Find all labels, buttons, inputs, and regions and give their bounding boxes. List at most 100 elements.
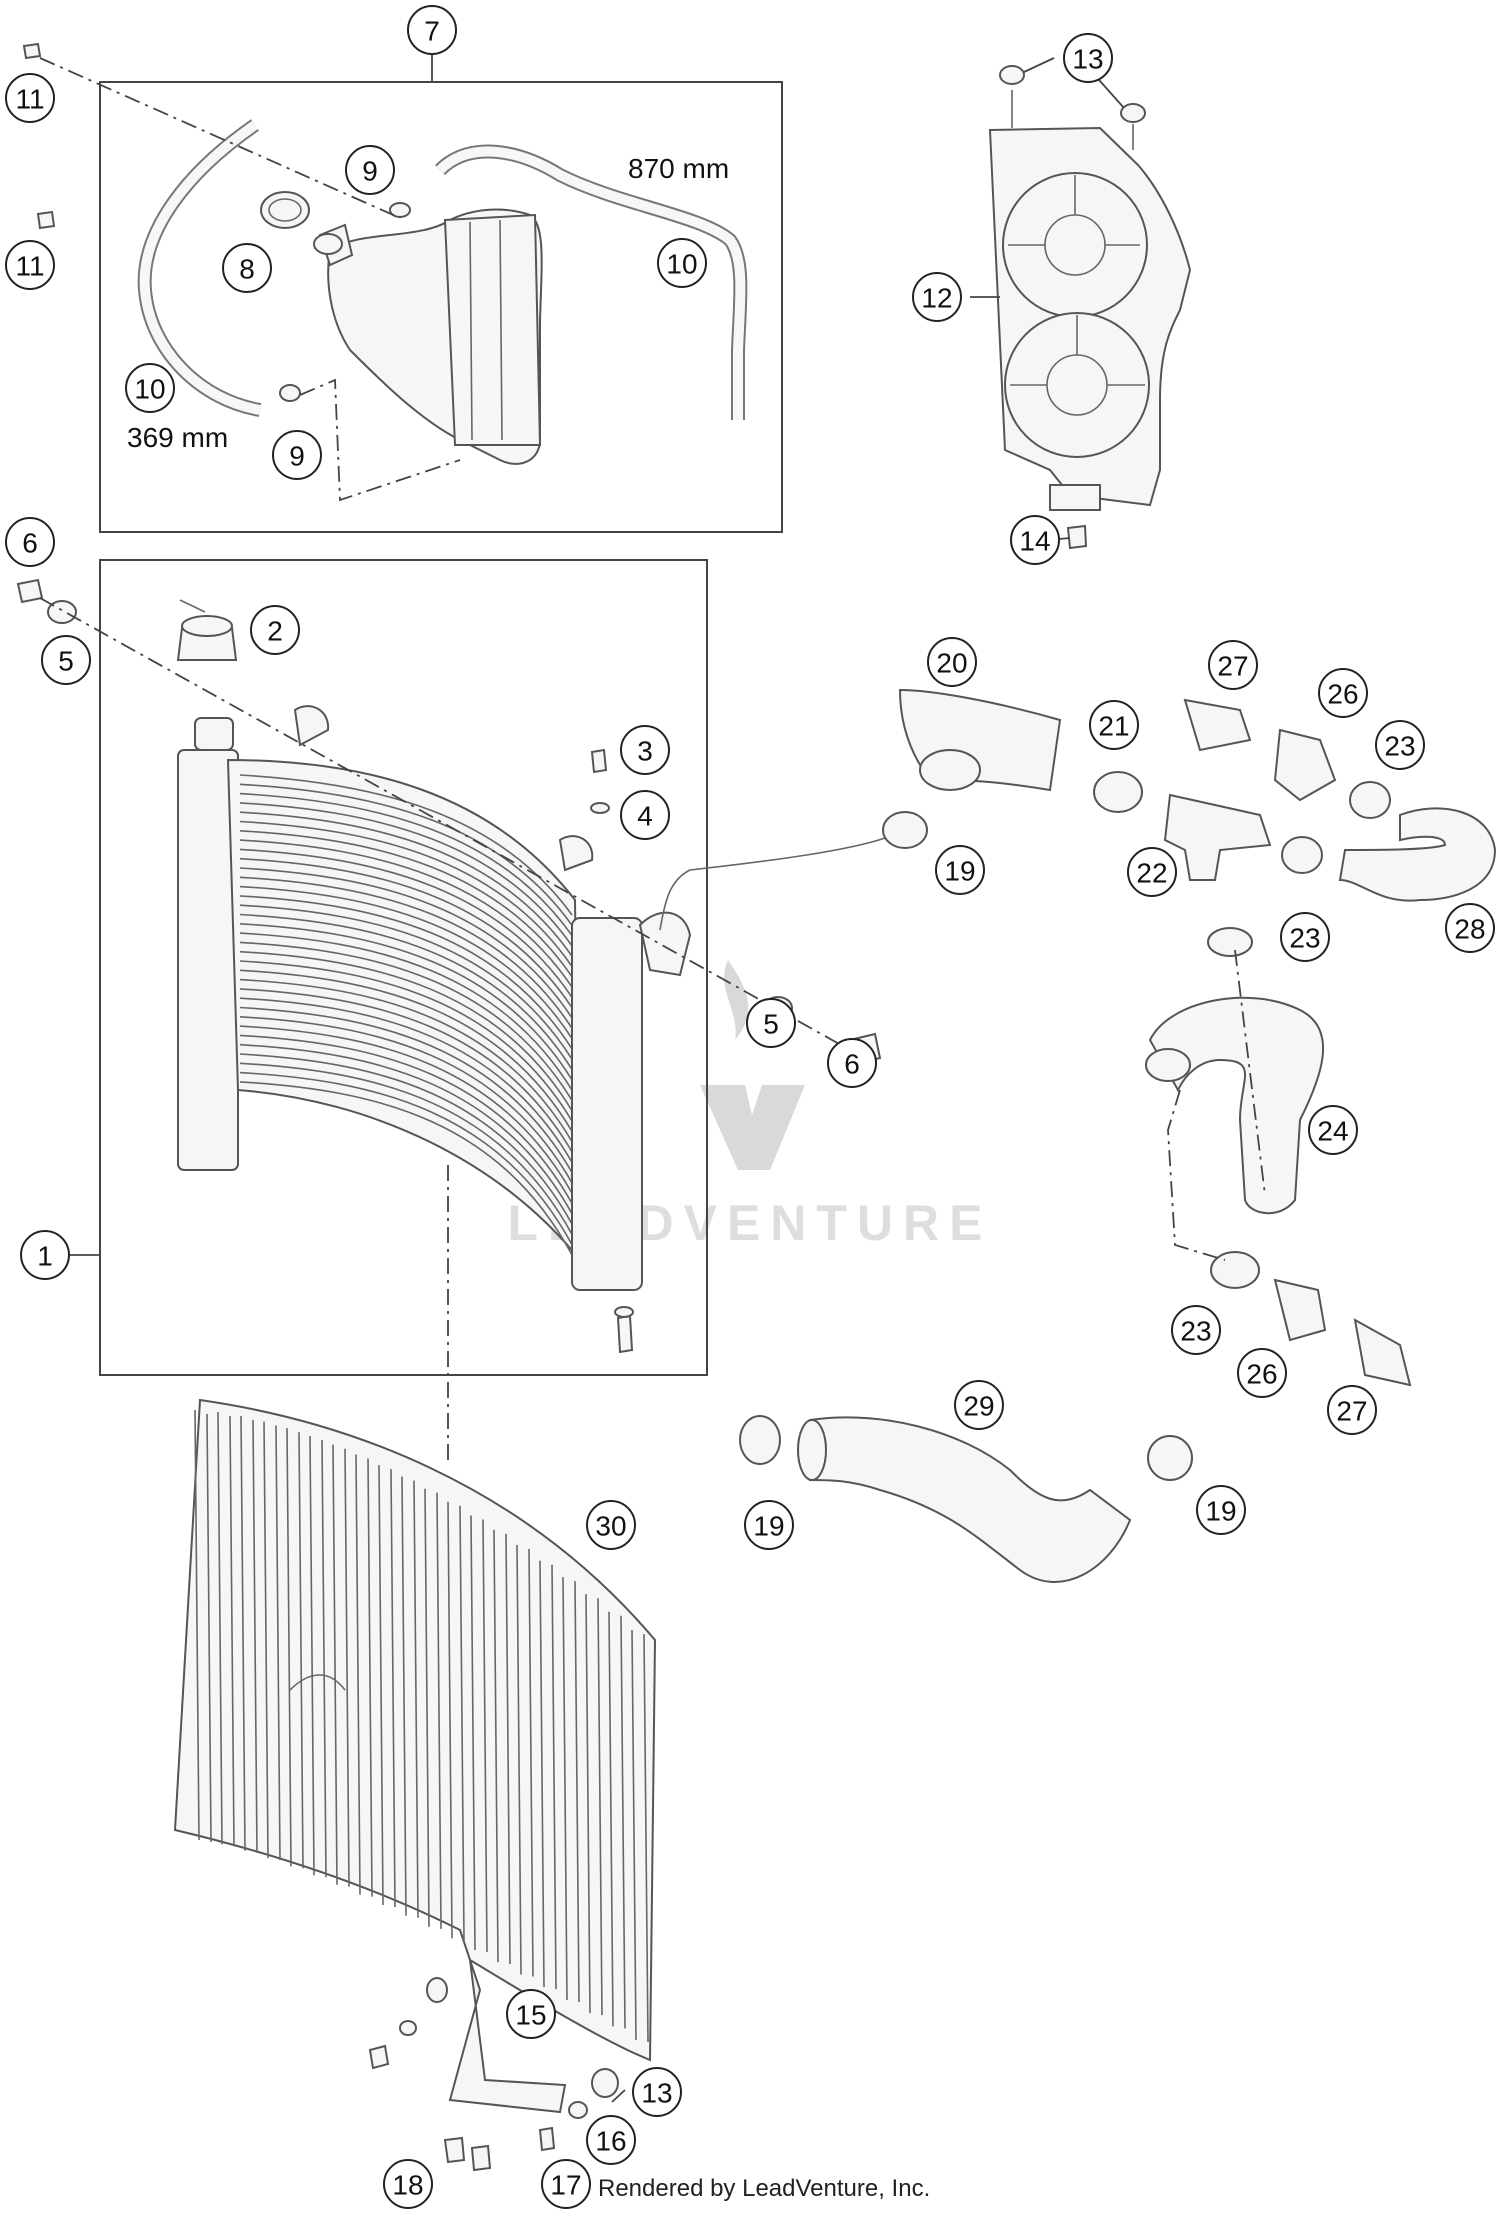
callout-number: 23 [1384,731,1415,762]
radiator-fin [239,885,573,1040]
callout-number: 13 [1072,44,1103,75]
callout-19: 19 [744,1500,794,1550]
guard-slat [424,1488,442,1929]
radiator-fin [239,988,573,1153]
radiator-fin [239,904,573,1060]
callout-number: 19 [753,1511,784,1542]
callout-number: 12 [921,283,952,314]
callout-number: 10 [666,249,697,280]
callout-number: 19 [944,856,975,887]
radiator [16,578,882,1460]
watermark-logo-icon [700,1085,805,1170]
radiator-fin [239,895,573,1050]
callout-number: 26 [1327,679,1358,710]
callout-number: 8 [239,254,255,285]
guard-slat [608,1611,626,2029]
callout-7: 7 [407,5,457,55]
radiator-fin [239,839,573,988]
guard-slat [240,1415,258,1853]
radiator-fin [239,1081,573,1256]
callout-number: 2 [267,616,283,647]
guard-slat [447,1501,465,1941]
guard-slat [631,1629,649,2043]
radiator-fin [239,802,573,947]
render-credit: Rendered by LeadVenture, Inc. [598,2175,930,2202]
callout-26: 26 [1318,668,1368,718]
radiator-fin [239,1062,573,1235]
guard-slat [263,1421,281,1861]
radiator-fin [239,811,573,957]
radiator-fin [239,867,573,1019]
radiator-fin [239,857,573,1009]
radiator-fin [239,774,573,916]
radiator-fin [239,932,573,1091]
radiator-fin [239,978,573,1143]
hose-length-long: 870 mm [628,153,729,184]
callout-14: 14 [1010,515,1060,565]
callout-number: 5 [763,1009,779,1040]
guard-slat [401,1476,419,1918]
callout-number: 6 [844,1049,860,1080]
radiator-fin [239,1016,573,1184]
callout-4: 4 [620,790,670,840]
callout-number: 24 [1317,1116,1348,1147]
callout-3: 3 [620,725,670,775]
guard-slat [378,1465,396,1907]
guard-slat [470,1515,488,1953]
callout-9: 9 [345,145,395,195]
hose-clamp [279,384,301,402]
radiator-fin [239,848,573,998]
radiator-fin [239,960,573,1122]
callout-number: 30 [595,1511,626,1542]
callout-number: 3 [637,736,653,767]
radiator-fin [239,1071,573,1245]
radiator-fin [239,913,573,1070]
guard-slat [332,1444,350,1887]
radiator-fin [239,1034,573,1204]
callout-8: 8 [222,243,272,293]
callout-number: 20 [936,648,967,679]
callout-number: 14 [1019,526,1050,557]
callout-10: 10 [125,363,175,413]
guard-slat [562,1577,580,2002]
guard-slat [309,1435,327,1878]
callout-number: 23 [1289,923,1320,954]
hose-clamp [739,1415,781,1465]
callout-number: 10 [134,374,165,405]
callout-20: 20 [927,637,977,687]
guard-slat [194,1409,212,1843]
group-frame-radiator [99,559,708,1376]
callout-number: 7 [424,16,440,47]
callout-28: 28 [1445,903,1495,953]
cooling-hoses [659,688,1497,1583]
callout-2: 2 [250,605,300,655]
guard-slat [539,1560,557,1990]
screw [22,42,56,230]
radiator-fin [239,1043,573,1215]
radiator-guard [173,1398,657,2062]
callout-16: 16 [586,2115,636,2165]
group-frame-expansion-tank [99,81,783,533]
radiator-fin [239,997,573,1163]
callout-number: 26 [1246,1359,1277,1390]
radiator-fin [239,969,573,1132]
callout-number: 6 [22,528,38,559]
hose-length-short: 369 mm [127,422,228,453]
callout-number: 27 [1336,1396,1367,1427]
callout-number: 21 [1098,711,1129,742]
expansion-tank-group: 870 mm 369 mm [39,57,748,502]
fan-icon [1004,312,1150,458]
callout-27: 27 [1208,640,1258,690]
hose-clamp [1147,1435,1193,1481]
hose-clamp [389,202,411,218]
callout-number: 11 [15,84,44,115]
radiator-fin [239,876,573,1029]
callout-number: 15 [515,2000,546,2031]
callout-number: 11 [15,251,44,282]
callout-number: 16 [595,2126,626,2157]
callout-22: 22 [1127,847,1177,897]
radiator-fin [239,783,573,926]
callout-13: 13 [632,2067,682,2117]
callout-number: 1 [37,1241,53,1272]
